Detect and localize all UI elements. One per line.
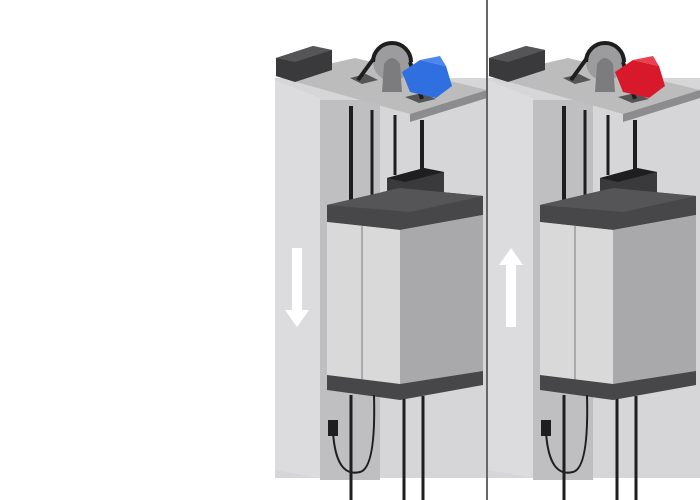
motor-icon bbox=[402, 56, 452, 98]
arrow-up-icon bbox=[499, 248, 523, 327]
elevator-ascending bbox=[486, 41, 700, 500]
arrow-down-icon bbox=[285, 248, 309, 327]
elevator-descending bbox=[273, 41, 489, 500]
motor-icon bbox=[615, 56, 665, 98]
